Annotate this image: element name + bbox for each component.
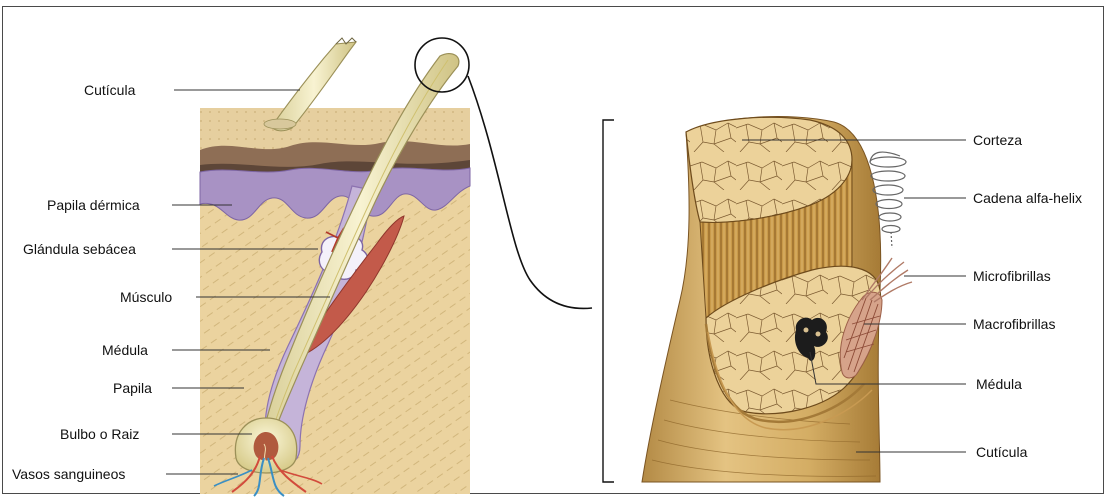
zoom-bracket — [603, 120, 614, 482]
label-papila-dermica: Papila dérmica — [47, 197, 140, 213]
label-vasos: Vasos sanguineos — [12, 466, 125, 482]
label-papila: Papila — [113, 380, 152, 396]
label-musculo: Músculo — [120, 289, 172, 305]
hair-bulb — [235, 418, 296, 473]
label-cuticula-right: Cutícula — [976, 444, 1027, 460]
label-bulbo: Bulbo o Raiz — [60, 426, 139, 442]
label-medula-right: Médula — [976, 376, 1022, 392]
label-medula-left: Médula — [102, 342, 148, 358]
label-cuticula: Cutícula — [84, 82, 135, 98]
label-macrofibrillas: Macrofibrillas — [973, 316, 1055, 332]
hair-strand-illustration — [642, 117, 912, 482]
skin-section-illustration — [200, 38, 470, 496]
zoom-connector — [468, 76, 592, 308]
label-cadena-alfa-helix: Cadena alfa-helix — [973, 190, 1082, 206]
label-glandula-sebacea: Glándula sebácea — [23, 241, 136, 257]
label-corteza: Corteza — [973, 132, 1022, 148]
label-microfibrillas: Microfibrillas — [973, 268, 1051, 284]
